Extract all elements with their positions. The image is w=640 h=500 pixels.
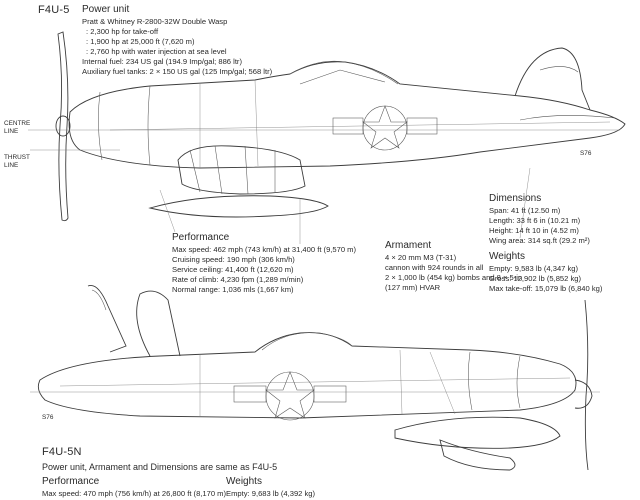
f4u5-internal-fuel: Internal fuel: 234 US gal (194.9 Imp/gal… (82, 57, 242, 66)
thrust-line-label-word1: THRUST (4, 154, 30, 161)
f4u5-power-unit-water-injection: : 2,760 hp with water injection at sea l… (86, 47, 227, 56)
centre-line-label: CENTRE LINE (4, 120, 30, 135)
f4u5-armament-hvar: (127 mm) HVAR (385, 283, 441, 292)
f4u5-span: Span: 41 ft (12.50 m) (489, 206, 561, 215)
f4u5-power-unit-takeoff: : 2,300 hp for take-off (86, 27, 159, 36)
drawing-tag-bottom: S76 (42, 414, 54, 421)
f4u5-dimensions-header: Dimensions (489, 193, 542, 204)
f4u5-armament-header: Armament (385, 240, 432, 251)
f4u5n-empty-weight: Empty: 9,683 lb (4,392 kg) (226, 489, 316, 498)
f4u5-cruising-speed: Cruising speed: 190 mph (306 km/h) (172, 255, 295, 264)
centre-line-label-word1: CENTRE (4, 120, 31, 127)
f4u5-power-unit-header: Power unit (82, 4, 130, 15)
f4u5-title: F4U-5 (38, 4, 70, 16)
f4u5n-performance-header: Performance (42, 476, 100, 487)
f4u5-weights-header: Weights (489, 251, 525, 262)
f4u5n-note: Power unit, Armament and Dimensions are … (42, 462, 278, 472)
f4u5-armament-cannon: 4 × 20 mm M3 (T-31) (385, 253, 457, 262)
f4u5n-max-speed: Max speed: 470 mph (756 km/h) at 26,800 … (42, 489, 227, 498)
f4u5-max-speed: Max speed: 462 mph (743 km/h) at 31,400 … (172, 245, 357, 254)
centre-line-label-word2: LINE (4, 127, 19, 135)
f4u5-empty-weight: Empty: 9,583 lb (4,347 kg) (489, 264, 579, 273)
f4u5-performance-header: Performance (172, 232, 230, 243)
drawing-tag-top: S76 (580, 150, 592, 157)
f4u5n-profile-drawing (30, 284, 600, 471)
thrust-line-label: THRUST LINE (4, 154, 30, 169)
thrust-line-label-word2: LINE (4, 161, 19, 169)
f4u5-rate-of-climb: Rate of climb: 4,230 fpm (1,289 m/min) (172, 275, 304, 284)
f4u5-gross-weight: Gross: 12,902 lb (5,852 kg) (489, 274, 582, 283)
f4u5n-weights-header: Weights (226, 476, 262, 487)
f4u5-max-takeoff-weight: Max take-off: 15,079 lb (6,840 kg) (489, 284, 603, 293)
f4u5-normal-range: Normal range: 1,036 mls (1,667 km) (172, 285, 294, 294)
f4u5-power-unit-engine: Pratt & Whitney R-2800-32W Double Wasp (82, 17, 228, 26)
f4u5-wing-area: Wing area: 314 sq.ft (29.2 m²) (489, 236, 590, 245)
f4u5-armament-bombs: 2 × 1,000 lb (454 kg) bombs and 8 × 5-in (385, 273, 523, 282)
f4u5-profile-drawing (28, 31, 626, 244)
f4u5-height: Height: 14 ft 10 in (4.52 m) (489, 226, 579, 235)
f4u5-power-unit-altitude: : 1,900 hp at 25,000 ft (7,620 m) (86, 37, 195, 46)
f4u5-armament-rounds: cannon with 924 rounds in all (385, 263, 484, 272)
f4u5-length: Length: 33 ft 6 in (10.21 m) (489, 216, 581, 225)
f4u5n-title: F4U-5N (42, 446, 82, 458)
f4u5-auxiliary-fuel: Auxiliary fuel tanks: 2 × 150 US gal (12… (82, 67, 273, 76)
f4u5-service-ceiling: Service ceiling: 41,400 ft (12,620 m) (172, 265, 294, 274)
